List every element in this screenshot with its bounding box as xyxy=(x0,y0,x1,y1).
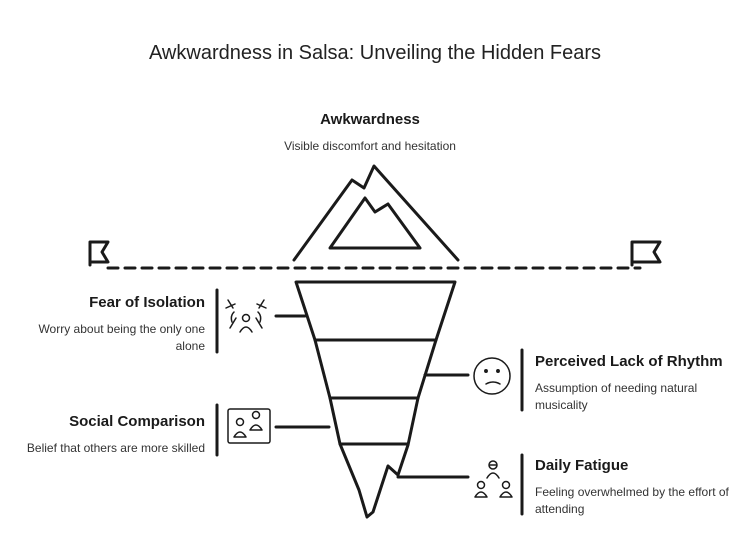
tip-heading: Awkwardness xyxy=(320,111,420,128)
item-description-perceived-lack-of-rhythm: Assumption of needing natural musicality xyxy=(535,381,698,412)
item-description-daily-fatigue: Feeling overwhelmed by the effort of att… xyxy=(535,485,729,516)
right-flag xyxy=(630,240,662,267)
isolation-people-icon xyxy=(225,299,267,333)
page-title: Awkwardness in Salsa: Unveiling the Hidd… xyxy=(148,42,602,64)
item-heading-fear-of-isolation: Fear of Isolation xyxy=(89,294,205,311)
confused-face-icon xyxy=(473,357,511,395)
left-flag xyxy=(88,240,110,267)
iceberg-tip-inner xyxy=(328,196,422,250)
iceberg-body xyxy=(294,280,457,519)
item-heading-daily-fatigue: Daily Fatigue xyxy=(535,457,629,474)
item-description-fear-of-isolation: Worry about being the only one alone xyxy=(38,322,205,353)
item-description-social-comparison: Belief that others are more skilled xyxy=(26,441,205,455)
comparison-people-icon xyxy=(227,408,271,444)
tired-people-icon xyxy=(474,460,513,498)
iceberg-tip xyxy=(292,164,460,262)
item-heading-perceived-lack-of-rhythm: Perceived Lack of Rhythm xyxy=(535,353,723,370)
tip-description: Visible discomfort and hesitation xyxy=(284,139,456,153)
item-heading-social-comparison: Social Comparison xyxy=(69,413,205,430)
